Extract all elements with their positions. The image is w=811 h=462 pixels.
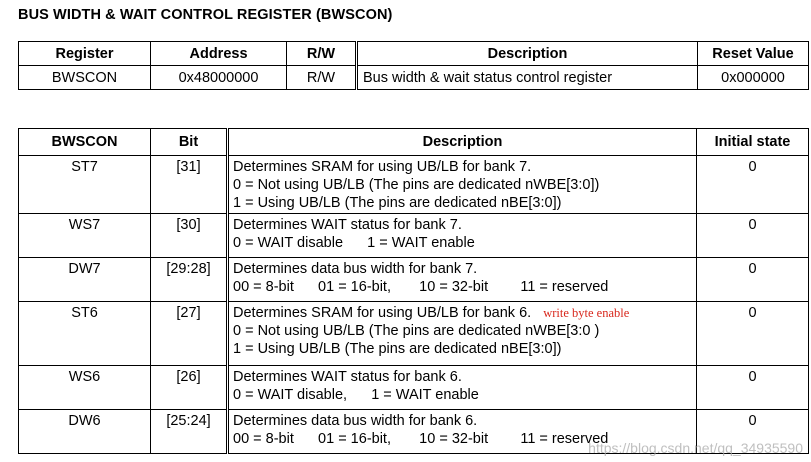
description-line: 1 = Using UB/LB (The pins are dedicated …	[233, 195, 562, 211]
cell-description: Bus width & wait status control register	[355, 65, 698, 90]
cell-rw: R/W	[286, 65, 357, 90]
cell-name: WS7	[18, 213, 151, 258]
cell-name: DW6	[18, 409, 151, 454]
page-title: BUS WIDTH & WAIT CONTROL REGISTER (BWSCO…	[18, 7, 393, 23]
cell-name: ST7	[18, 155, 151, 214]
register-table-header: Register Address R/W Description Reset V…	[18, 41, 809, 66]
cell-reset-value: 0x000000	[697, 65, 809, 90]
cell-bit: [26]	[150, 365, 228, 410]
cell-bit: [29:28]	[150, 257, 228, 302]
description-line: 00 = 8-bit 01 = 16-bit, 10 = 32-bit 11 =…	[233, 431, 609, 447]
annotation-note: write byte enable	[543, 306, 630, 320]
cell-initial-state: 0	[696, 365, 809, 410]
description-line: 1 = Using UB/LB (The pins are dedicated …	[233, 341, 562, 357]
header-rw: R/W	[286, 41, 357, 66]
description-line: 0 = WAIT disable, 1 = WAIT enable	[233, 387, 479, 403]
table-row: DW6 [25:24] Determines data bus width fo…	[18, 409, 809, 454]
cell-address: 0x48000000	[150, 65, 287, 90]
description-line: Determines WAIT status for bank 6.	[233, 369, 462, 385]
description-line: Determines data bus width for bank 6.	[233, 413, 478, 429]
description-line: Determines WAIT status for bank 7.	[233, 217, 462, 233]
bit-table: BWSCON Bit Description Initial state ST7…	[18, 128, 809, 454]
cell-bit: [27]	[150, 301, 228, 366]
register-table: Register Address R/W Description Reset V…	[18, 41, 809, 90]
table-row: BWSCON 0x48000000 R/W Bus width & wait s…	[18, 65, 809, 90]
description-line: 0 = WAIT disable 1 = WAIT enable	[233, 235, 475, 251]
cell-bit: [30]	[150, 213, 228, 258]
cell-bit: [31]	[150, 155, 228, 214]
header-register: Register	[18, 41, 151, 66]
bit-table-header: BWSCON Bit Description Initial state	[18, 128, 809, 156]
description-line: Determines data bus width for bank 7.	[233, 261, 478, 277]
cell-description: Determines WAIT status for bank 6. 0 = W…	[226, 365, 697, 410]
description-line: 0 = Not using UB/LB (The pins are dedica…	[233, 177, 600, 193]
description-line: Determines SRAM for using UB/LB for bank…	[233, 159, 532, 175]
cell-description: Determines SRAM for using UB/LB for bank…	[226, 301, 697, 366]
description-text: Determines SRAM for using UB/LB for bank…	[233, 305, 532, 321]
cell-initial-state: 0	[696, 257, 809, 302]
cell-initial-state: 0	[696, 409, 809, 454]
description-line: 00 = 8-bit 01 = 16-bit, 10 = 32-bit 11 =…	[233, 279, 609, 295]
header-address: Address	[150, 41, 287, 66]
cell-name: ST6	[18, 301, 151, 366]
cell-initial-state: 0	[696, 155, 809, 214]
cell-description: Determines data bus width for bank 7. 00…	[226, 257, 697, 302]
header-bwscon: BWSCON	[18, 128, 151, 156]
cell-description: Determines WAIT status for bank 7. 0 = W…	[226, 213, 697, 258]
table-row: WS7 [30] Determines WAIT status for bank…	[18, 213, 809, 258]
watermark: https://blog.csdn.net/qq_34935590	[588, 440, 803, 456]
cell-name: WS6	[18, 365, 151, 410]
header-description: Description	[226, 128, 697, 156]
cell-bit: [25:24]	[150, 409, 228, 454]
header-description: Description	[355, 41, 698, 66]
table-row: ST7 [31] Determines SRAM for using UB/LB…	[18, 155, 809, 214]
header-bit: Bit	[150, 128, 228, 156]
cell-initial-state: 0	[696, 301, 809, 366]
table-row: DW7 [29:28] Determines data bus width fo…	[18, 257, 809, 302]
table-row: WS6 [26] Determines WAIT status for bank…	[18, 365, 809, 410]
description-line: Determines SRAM for using UB/LB for bank…	[233, 304, 696, 322]
cell-register: BWSCON	[18, 65, 151, 90]
table-row: ST6 [27] Determines SRAM for using UB/LB…	[18, 301, 809, 366]
header-initial-state: Initial state	[696, 128, 809, 156]
cell-description: Determines SRAM for using UB/LB for bank…	[226, 155, 697, 214]
header-reset-value: Reset Value	[697, 41, 809, 66]
cell-name: DW7	[18, 257, 151, 302]
cell-initial-state: 0	[696, 213, 809, 258]
description-line: 0 = Not using UB/LB (The pins are dedica…	[233, 323, 600, 339]
